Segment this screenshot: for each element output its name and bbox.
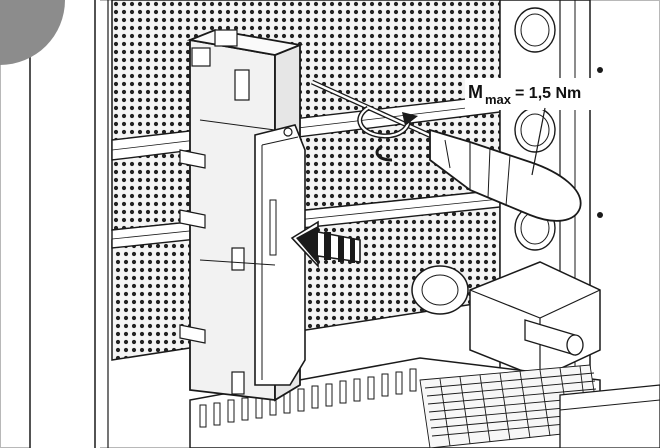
annotation-leader-line: [531, 107, 546, 176]
torque-annotation: M max = 1,5 Nm: [465, 78, 615, 176]
device-module: [179, 29, 306, 402]
module-front-cover: [254, 124, 306, 386]
terminal-teeth: [199, 368, 417, 428]
cable-tray-mesh: [419, 364, 601, 448]
round-knob: [411, 265, 469, 315]
push-arrow-icon: [290, 220, 361, 269]
enclosure-left-wall: [30, 0, 100, 448]
torque-subscript: max: [485, 92, 512, 107]
torque-value: = 1,5 Nm: [515, 85, 581, 102]
fixing-screw: [283, 127, 293, 137]
torque-symbol: M: [468, 82, 483, 102]
step-marker-icon: [0, 0, 65, 65]
screwdriver: [310, 79, 582, 222]
rotation-arrow-icon: [357, 105, 418, 162]
screwdriver-handle: [429, 128, 582, 222]
